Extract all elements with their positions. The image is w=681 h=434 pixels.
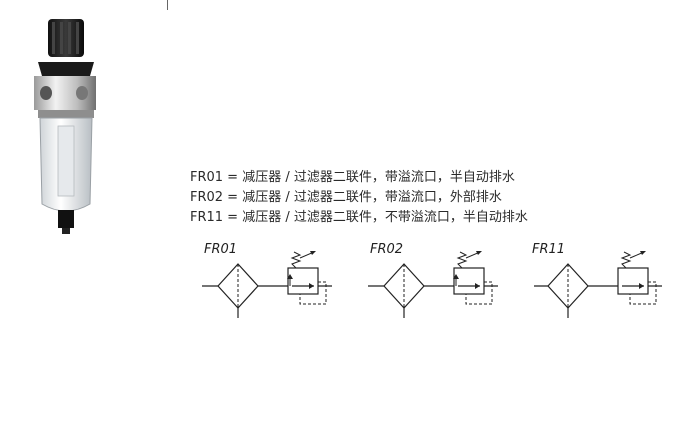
header-divider-tick (167, 0, 168, 10)
symbol-label-fr11: FR11 (532, 242, 566, 257)
description-line-fr02: FR02 = 减压器 / 过滤器二联件，带溢流口，外部排水 (190, 190, 502, 205)
symbol-label-fr01: FR01 (204, 242, 238, 257)
symbol-label-fr02: FR02 (370, 242, 404, 257)
description-line-fr01: FR01 = 减压器 / 过滤器二联件，带溢流口，半自动排水 (190, 170, 515, 185)
symbol-fr01: FR01 (200, 242, 340, 322)
symbol-fr11: FR11 (532, 242, 672, 322)
filter-regulator-product-image (20, 14, 110, 244)
symbol-fr02: FR02 (366, 242, 506, 322)
description-line-fr11: FR11 = 减压器 / 过滤器二联件，不带溢流口，半自动排水 (190, 210, 528, 225)
description-list: FR01 = 减压器 / 过滤器二联件，带溢流口，半自动排水 FR02 = 减压… (190, 168, 528, 228)
